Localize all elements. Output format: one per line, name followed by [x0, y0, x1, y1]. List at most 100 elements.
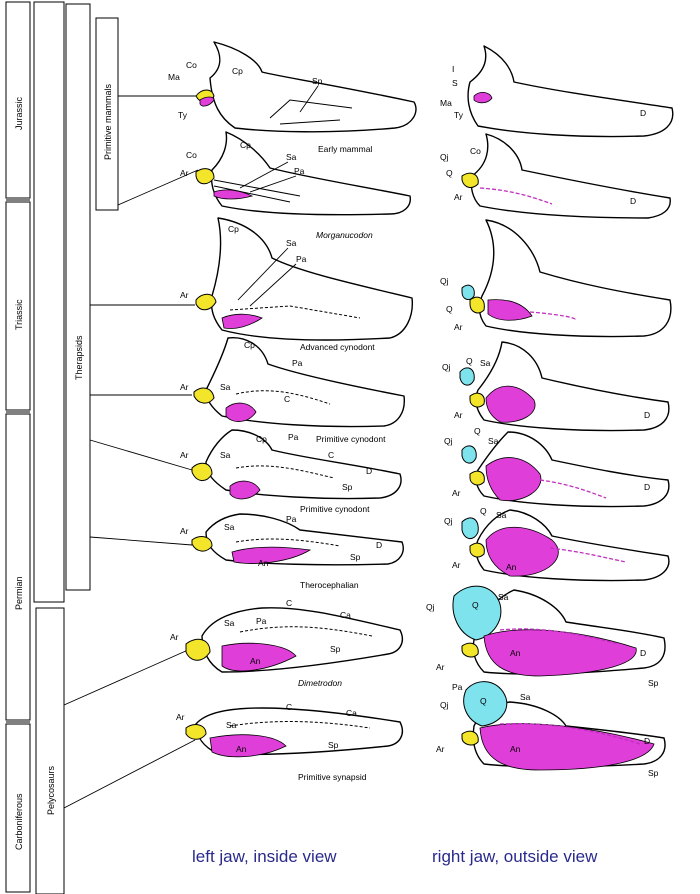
label-d-r2: D: [630, 196, 636, 206]
label-ar-4: Ar: [180, 382, 189, 392]
label-c-4: C: [284, 394, 290, 404]
caption-dimetrodon: Dimetrodon: [298, 678, 342, 688]
label-sp-r8: Sp: [648, 768, 659, 778]
label-d-r4: D: [644, 410, 650, 420]
label-cp-5: Cp: [256, 434, 267, 444]
label-sp: Sp: [312, 76, 323, 86]
label-sa-r5: Sa: [488, 436, 499, 446]
connector-lines: [63, 95, 200, 809]
label-s-r1: S: [452, 78, 458, 88]
label-i-r1: I: [452, 64, 454, 74]
label-cp-2: Cp: [240, 140, 251, 150]
label-sa-r6: Sa: [496, 510, 507, 520]
label-cp-4: Cp: [244, 340, 255, 350]
right-jaw-primitive-cynodont-a: Qj Q Sa Ar D: [442, 341, 670, 432]
label-d-r1: D: [640, 108, 646, 118]
label-ty-r1: Ty: [454, 110, 464, 120]
period-carboniferous: Carboniferous: [14, 793, 24, 850]
label-pa-7: Pa: [256, 616, 267, 626]
left-jaw-morganucodon: Co Cp Sa Pa Ar Morganucodon: [180, 131, 411, 240]
label-ty: Ty: [178, 110, 188, 120]
label-pa-6: Pa: [286, 514, 297, 524]
label-sp-7: Sp: [330, 644, 341, 654]
left-jaw-advanced-cynodont: Cp Sa Pa Ar Advanced cynodont: [180, 217, 413, 352]
caption-early-mammal: Early mammal: [318, 144, 372, 154]
clade-primitive-mammals: Primitive mammals: [103, 83, 113, 160]
left-jaw-therocephalian: Sa Pa An Sp D Ar Therocephalian: [180, 513, 404, 590]
label-sp-8: Sp: [328, 740, 339, 750]
label-sa-r7: Sa: [498, 592, 509, 602]
label-q-r2: Q: [446, 168, 453, 178]
label-sa-7: Sa: [224, 618, 235, 628]
label-qj-r4: Qj: [442, 362, 451, 372]
label-ar-r7: Ar: [436, 662, 445, 672]
label-co-r2: Co: [470, 146, 481, 156]
right-jaw-dimetrodon: Qj Q Sa An D Sp Ar Pa: [426, 585, 666, 692]
label-an-6: An: [258, 558, 269, 568]
left-jaw-dimetrodon: Pa C Ca Sa An Sp Ar Dimetrodon: [170, 598, 404, 688]
label-q-r4: Q: [466, 356, 473, 366]
left-jaw-primitive-synapsid: Sa C Ca An Sp Ar Primitive synapsid: [176, 702, 404, 782]
label-d-r7: D: [640, 648, 646, 658]
label-q-r8: Q: [480, 696, 487, 706]
label-ar-7: Ar: [170, 632, 179, 642]
label-co: Co: [186, 60, 197, 70]
caption-primitive-cynodont-a: Primitive cynodont: [316, 434, 386, 444]
label-sa-r4: Sa: [480, 358, 491, 368]
caption-morganucodon: Morganucodon: [316, 230, 373, 240]
right-jaw-morganucodon: Qj Co Q Ar D: [440, 133, 671, 219]
label-qj-r3: Qj: [440, 276, 449, 286]
label-sa-6: Sa: [224, 522, 235, 532]
caption-therocephalian: Therocephalian: [300, 580, 359, 590]
label-q-r6: Q: [480, 506, 487, 516]
label-cp-3: Cp: [228, 224, 239, 234]
label-ar-r2: Ar: [454, 192, 463, 202]
label-cp: Cp: [232, 66, 243, 76]
label-ar-r4: Ar: [454, 410, 463, 420]
label-sa-2: Sa: [286, 152, 297, 162]
label-ma: Ma: [168, 72, 180, 82]
right-jaw-primitive-cynodont-b: Qj Q Sa Ar D: [444, 426, 670, 508]
left-jaw-early-mammal: Co Cp Ma Ty Sp Early mammal: [168, 41, 417, 154]
label-sp-5: Sp: [342, 482, 353, 492]
clade-therapsids: Therapsids: [74, 335, 84, 380]
left-jaw-primitive-cynodont-b: Cp Pa Sa C D Sp Ar Primitive cynodont: [180, 429, 402, 514]
label-pa-r7: Pa: [452, 682, 463, 692]
label-q-r3: Q: [446, 304, 453, 314]
clade-bars: Therapsids Primitive mammals Pelycosaurs: [33, 1, 119, 894]
right-jaw-early-mammal: I S Ma Ty D: [440, 45, 674, 138]
label-ca-8: Ca: [346, 708, 357, 718]
label-qj-r5: Qj: [444, 436, 453, 446]
label-ar-r3: Ar: [454, 322, 463, 332]
label-ar-8: Ar: [176, 712, 185, 722]
label-sp-r7: Sp: [648, 678, 659, 688]
label-q-r5: Q: [474, 426, 481, 436]
label-sa-3: Sa: [286, 238, 297, 248]
label-an-r7: An: [510, 648, 521, 658]
caption-primitive-synapsid: Primitive synapsid: [298, 772, 367, 782]
period-triassic: Triassic: [14, 299, 24, 330]
label-c-5: C: [328, 450, 334, 460]
label-ar-r6: Ar: [452, 560, 461, 570]
label-pa-5: Pa: [288, 432, 299, 442]
period-permian: Permian: [14, 576, 24, 610]
right-jaw-therocephalian: Qj Q Sa An Ar: [444, 506, 670, 582]
label-d-5: D: [366, 466, 372, 476]
label-sa-r8: Sa: [520, 692, 531, 702]
label-pa-2: Pa: [294, 166, 305, 176]
caption-primitive-cynodont-b: Primitive cynodont: [300, 504, 370, 514]
label-an-r6: An: [506, 562, 517, 572]
label-sp-6: Sp: [350, 552, 361, 562]
label-d-r8: D: [644, 736, 650, 746]
label-ar-r5: Ar: [452, 488, 461, 498]
label-ar-r8: Ar: [436, 744, 445, 754]
period-jurassic: Jurassic: [14, 96, 24, 130]
label-ma-r1: Ma: [440, 98, 452, 108]
label-ar-6: Ar: [180, 526, 189, 536]
label-ca-7: Ca: [340, 610, 351, 620]
label-pa-4: Pa: [292, 358, 303, 368]
right-jaw-primitive-synapsid: Qj Q Sa An D Sp Ar: [436, 681, 666, 778]
label-c-8: C: [286, 702, 292, 712]
label-sa-5: Sa: [220, 450, 231, 460]
